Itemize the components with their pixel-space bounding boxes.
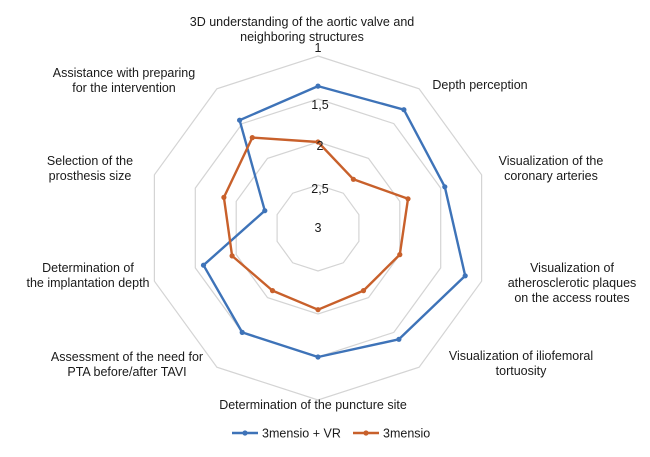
grid-ring-3 bbox=[235, 141, 401, 315]
axis-label-4-line-2: atherosclerotic plaques bbox=[508, 276, 637, 290]
series-2-point-5 bbox=[360, 288, 367, 294]
series-1-point-8 bbox=[200, 262, 207, 268]
radial-tick-3: 2 bbox=[317, 139, 324, 153]
legend-label-1: 3mensio + VR bbox=[262, 427, 341, 441]
axis-labels: 3D understanding of the aortic valve and… bbox=[26, 15, 636, 412]
series-1-point-7 bbox=[239, 329, 245, 335]
axis-label-1: 3D understanding of the aortic valve and… bbox=[190, 15, 414, 44]
series-2-point-4 bbox=[397, 252, 403, 258]
axis-label-6-line-1: Determination of the puncture site bbox=[219, 398, 407, 412]
axis-label-5-line-2: tortuosity bbox=[496, 364, 547, 378]
radial-tick-1: 1 bbox=[315, 41, 322, 55]
axis-label-1-line-1: 3D understanding of the aortic valve and bbox=[190, 15, 414, 29]
axis-label-3-line-1: Visualization of the bbox=[499, 154, 604, 168]
series-1-point-2 bbox=[401, 107, 407, 113]
series-1-point-3 bbox=[442, 184, 448, 190]
legend-marker-2 bbox=[363, 430, 369, 436]
series-2-point-2 bbox=[350, 176, 356, 182]
radial-tick-2: 1,5 bbox=[311, 98, 328, 112]
series-2-point-8 bbox=[229, 253, 235, 259]
legend: 3mensio + VR 3mensio bbox=[232, 427, 430, 441]
series-2-point-1 bbox=[315, 139, 321, 145]
series-2-point-10 bbox=[249, 135, 255, 141]
axis-label-2: Depth perception bbox=[432, 78, 527, 92]
grid-ring-4 bbox=[276, 184, 360, 272]
series-2-point-9 bbox=[221, 194, 227, 200]
radial-tick-5: 3 bbox=[315, 221, 322, 235]
axis-label-7-line-2: PTA before/after TAVI bbox=[67, 365, 186, 379]
radial-tick-labels: 1 1,5 2 2,5 3 bbox=[311, 41, 328, 235]
series-2-point-7 bbox=[269, 288, 276, 294]
axis-label-5-line-1: Visualization of iliofemoral bbox=[449, 349, 593, 363]
axis-label-4-line-1: Visualization of bbox=[530, 261, 614, 275]
series-1-point-6 bbox=[315, 354, 321, 360]
axis-label-8-line-2: the implantation depth bbox=[26, 276, 149, 290]
legend-marker-1 bbox=[242, 430, 248, 436]
grid-ring-1 bbox=[153, 55, 483, 401]
axis-label-2-line-1: Depth perception bbox=[432, 78, 527, 92]
axis-label-9-line-1: Selection of the bbox=[47, 154, 133, 168]
radar-grid bbox=[153, 55, 483, 401]
axis-label-9-line-2: prosthesis size bbox=[49, 169, 132, 183]
axis-label-10-line-1: Assistance with preparing bbox=[53, 66, 195, 80]
radial-tick-4: 2,5 bbox=[311, 182, 328, 196]
series-1-point-4 bbox=[462, 273, 468, 279]
series-1-point-10 bbox=[237, 117, 243, 123]
radar-series bbox=[200, 83, 468, 360]
series-2-point-6 bbox=[315, 307, 321, 313]
series-1-point-1 bbox=[315, 83, 321, 89]
axis-label-6: Determination of the puncture site bbox=[219, 398, 407, 412]
axis-label-1-line-2: neighboring structures bbox=[240, 30, 364, 44]
legend-label-2: 3mensio bbox=[383, 427, 430, 441]
axis-label-4-line-3: on the access routes bbox=[514, 291, 629, 305]
series-1-point-9 bbox=[262, 208, 268, 214]
axis-label-8-line-1: Determination of bbox=[42, 261, 134, 275]
axis-label-10-line-2: for the intervention bbox=[72, 81, 176, 95]
series-line-1 bbox=[202, 84, 467, 359]
axis-label-3-line-2: coronary arteries bbox=[504, 169, 598, 183]
series-2-point-3 bbox=[405, 196, 411, 202]
series-1-point-5 bbox=[396, 336, 402, 342]
axis-label-7-line-1: Assessment of the need for bbox=[51, 350, 203, 364]
